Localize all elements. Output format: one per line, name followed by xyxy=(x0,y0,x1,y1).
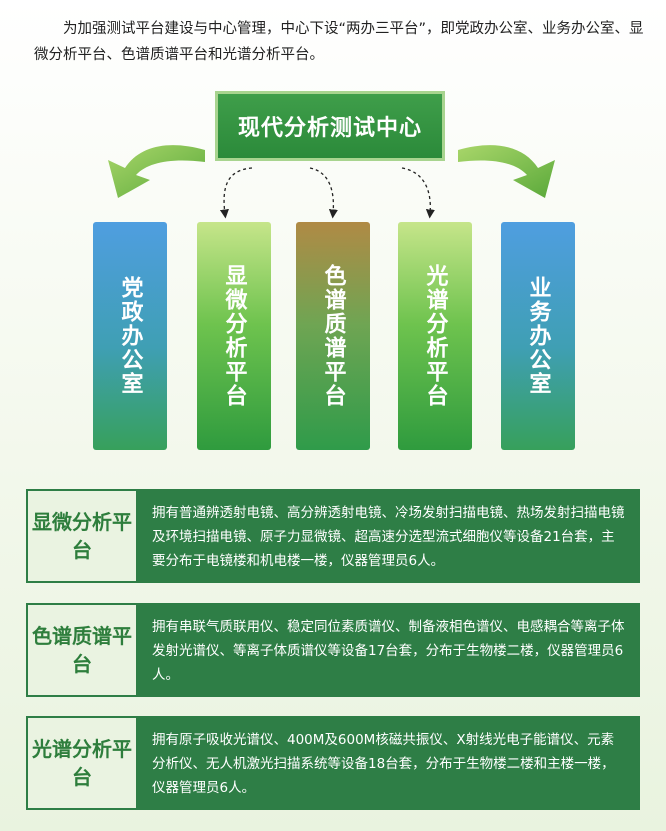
column-business-office: 业务办公室 xyxy=(501,222,575,450)
panel-microscopy: 显微分析平台 拥有普通辨透射电镜、高分辨透射电镜、冷场发射扫描电镜、热场发射扫描… xyxy=(26,489,640,583)
panel-chromatography: 色谱质谱平台 拥有串联气质联用仪、稳定同位素质谱仪、制备液相色谱仪、电感耦合等离… xyxy=(26,603,640,697)
panel-body: 拥有普通辨透射电镜、高分辨透射电镜、冷场发射扫描电镜、热场发射扫描电镜及环境扫描… xyxy=(136,491,638,581)
center-title-box: 现代分析测试中心 xyxy=(215,91,445,161)
dashed-arrow-1 xyxy=(219,167,253,219)
panel-title: 显微分析平台 xyxy=(28,491,136,581)
dashed-arrow-3 xyxy=(401,167,435,219)
panel-body: 拥有串联气质联用仪、稳定同位素质谱仪、制备液相色谱仪、电感耦合等离子体发射光谱仪… xyxy=(136,605,638,695)
left-big-arrow xyxy=(108,145,205,198)
column-spectroscopy-platform: 光谱分析平台 xyxy=(398,222,472,450)
right-big-arrow xyxy=(458,145,555,198)
column-microscopy-platform: 显微分析平台 xyxy=(197,222,271,450)
panel-spectroscopy: 光谱分析平台 拥有原子吸收光谱仪、400M及600M核磁共振仪、X射线光电子能谱… xyxy=(26,716,640,810)
panel-title: 色谱质谱平台 xyxy=(28,605,136,695)
dashed-arrow-2 xyxy=(309,167,338,219)
panel-body: 拥有原子吸收光谱仪、400M及600M核磁共振仪、X射线光电子能谱仪、元素分析仪… xyxy=(136,718,638,808)
column-chromatography-platform: 色谱质谱平台 xyxy=(296,222,370,450)
intro-text: 为加强测试平台建设与中心管理，中心下设“两办三平台”，即党政办公室、业务办公室、… xyxy=(34,21,644,63)
column-party-office: 党政办公室 xyxy=(93,222,167,450)
panel-title: 光谱分析平台 xyxy=(28,718,136,808)
